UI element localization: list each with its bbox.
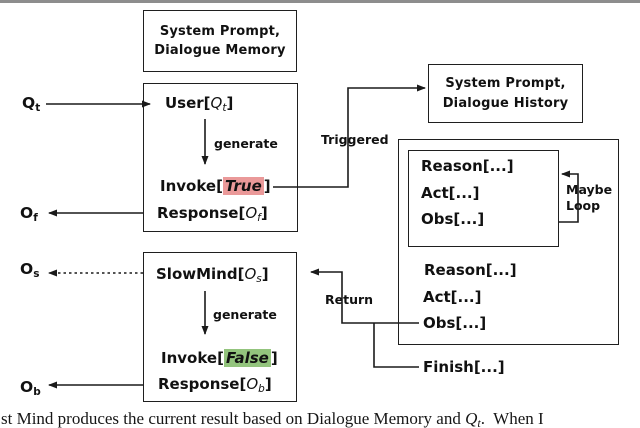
top-rule — [0, 0, 640, 3]
outer-obs-statement: Obs[...] — [423, 314, 487, 332]
caption-post: . When I — [480, 409, 544, 428]
react-inner-box: Reason[...] Act[...] Obs[...] — [408, 150, 559, 247]
response-prefix: Response[ — [157, 204, 246, 222]
response-suffix: ] — [260, 204, 268, 222]
invoke-true-statement: Invoke[True] — [160, 177, 271, 196]
maybe-loop-line2: Loop — [566, 198, 601, 213]
caption-sub: t — [477, 416, 481, 428]
slowmind-prefix: SlowMind[ — [156, 265, 245, 283]
response-of-statement: Response[Of] — [157, 204, 268, 228]
user-var-sub: t — [222, 102, 227, 114]
os-output-label: Os — [20, 260, 39, 284]
generate-label-slow: generate — [213, 307, 277, 322]
response-ob-suffix: ] — [264, 375, 272, 393]
return-label: Return — [325, 292, 374, 307]
response-ob-prefix: Response[ — [158, 375, 247, 393]
invoke-true-value: True — [222, 177, 264, 195]
finish-statement: Finish[...] — [423, 358, 505, 376]
response-ob-var-sub: b — [258, 383, 265, 395]
os-var: O — [20, 260, 34, 278]
dialogue-memory-box: System Prompt, Dialogue Memory — [143, 10, 297, 72]
response-var: O — [245, 204, 258, 222]
caption-var: Q — [465, 409, 478, 428]
inner-reason-statement: Reason[...] — [421, 157, 514, 175]
invoke-false-value: False — [223, 349, 271, 367]
slowmind-statement: SlowMind[Os] — [156, 265, 269, 289]
invoke-false-suffix: ] — [270, 349, 278, 367]
fastmind-box: User[Qt] Invoke[True] Response[Of] — [143, 83, 298, 232]
figure-caption: st Mind produces the current result base… — [1, 408, 640, 428]
generate-label-fast: generate — [214, 136, 278, 151]
of-sub: f — [33, 212, 38, 224]
response-ob-statement: Response[Ob] — [158, 375, 272, 399]
invoke-false-statement: Invoke[False] — [161, 349, 278, 368]
qt-input-label: Qt — [22, 94, 40, 118]
os-sub: s — [33, 268, 40, 280]
outer-reason-statement: Reason[...] — [424, 261, 517, 279]
triggered-label: Triggered — [321, 132, 389, 147]
response-var-sub: f — [257, 212, 261, 224]
slowmind-suffix: ] — [261, 265, 269, 283]
dialogue-history-line1: System Prompt, — [445, 76, 566, 91]
user-suffix: ] — [226, 94, 234, 112]
slowmind-var: O — [244, 265, 257, 283]
caption-pre: st Mind produces the current result base… — [1, 409, 466, 428]
dialogue-history-line2: Dialogue History — [442, 95, 569, 111]
ob-sub: b — [33, 386, 41, 398]
dialogue-memory-line2: Dialogue Memory — [154, 43, 286, 58]
ob-var: O — [20, 378, 34, 396]
maybe-loop-label: Maybe Loop — [566, 182, 612, 214]
user-var: Q — [210, 94, 223, 112]
slowmind-box: SlowMind[Os] Invoke[False] Response[Ob] — [143, 252, 297, 402]
of-var: O — [20, 204, 34, 222]
inner-act-statement: Act[...] — [421, 184, 480, 202]
user-statement: User[Qt] — [165, 94, 233, 118]
invoke-false-prefix: Invoke[ — [161, 349, 224, 367]
dialogue-memory-line1: System Prompt, — [159, 23, 281, 39]
invoke-prefix: Invoke[ — [160, 177, 223, 195]
outer-act-statement: Act[...] — [423, 288, 482, 306]
slowmind-var-sub: s — [256, 273, 262, 285]
user-prefix: User[ — [165, 94, 211, 112]
inner-obs-statement: Obs[...] — [421, 210, 485, 228]
qt-sub: t — [35, 102, 41, 114]
of-output-label: Of — [20, 204, 38, 228]
ob-output-label: Ob — [20, 378, 41, 402]
maybe-loop-line1: Maybe — [566, 182, 613, 197]
dialogue-history-box: System Prompt, Dialogue History — [428, 64, 583, 123]
qt-var: Q — [22, 94, 36, 112]
response-ob-var: O — [246, 375, 259, 393]
invoke-suffix: ] — [263, 177, 271, 195]
